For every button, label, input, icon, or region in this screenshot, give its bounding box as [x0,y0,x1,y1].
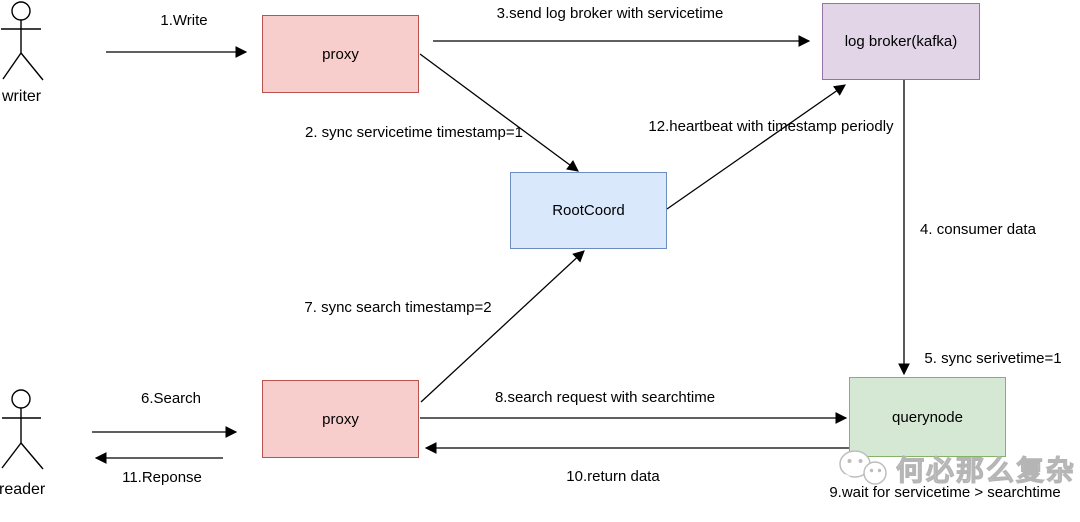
edge-label-heartbeat: 12.heartbeat with timestamp periodly [648,118,894,135]
node-rootcoord: RootCoord [510,172,667,249]
node-log-broker-label: log broker(kafka) [844,33,958,50]
edge-label-send-log-broker: 3.send log broker with servicetime [496,5,724,22]
node-querynode: querynode [849,377,1006,457]
edge-label-sync-search: 7. sync search timestamp=2 [304,299,492,316]
actor-writer-label: writer [2,88,42,105]
edge-label-wait-servicetime: 9.wait for servicetime > searchtime [829,484,1061,501]
node-rootcoord-label: RootCoord [552,202,625,219]
edge-label-return-data: 10.return data [566,468,660,485]
node-proxy-top: proxy [262,15,419,93]
reader-figure-icon [1,389,44,470]
edge-label-consumer-data: 4. consumer data [920,221,1036,238]
node-log-broker: log broker(kafka) [822,3,980,80]
node-proxy-bottom: proxy [262,380,419,458]
actor-reader-label: reader [0,481,46,498]
arrow-7-sync-search [420,250,585,403]
node-querynode-label: querynode [892,408,963,426]
arrow-12-heartbeat [666,84,846,210]
edge-label-sync-servicetime: 2. sync servicetime timestamp=1 [305,124,523,141]
edge-label-sync-serivetime: 5. sync serivetime=1 [924,350,1062,367]
node-proxy-bottom-label: proxy [322,410,359,428]
edge-label-write: 1.Write [160,12,208,29]
arrow-2-sync-servicetime [419,53,579,172]
edge-label-search-request: 8.search request with searchtime [494,389,716,406]
node-proxy-top-label: proxy [322,45,359,63]
edge-label-search: 6.Search [140,390,202,407]
edge-label-response: 11.Reponse [122,469,202,486]
writer-figure-icon [1,1,44,81]
